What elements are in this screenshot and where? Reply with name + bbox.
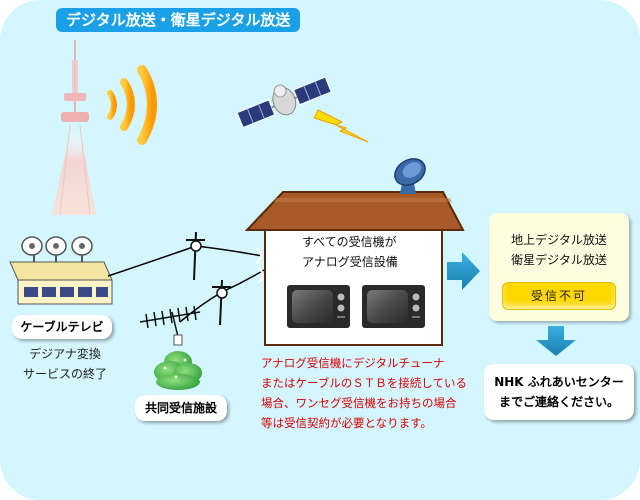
- television-icon: [287, 285, 350, 328]
- cable-note-line: デジアナ変換: [29, 347, 101, 361]
- warning-line: 場合、ワンセグ受信機をお持ちの場合: [261, 396, 457, 410]
- satellite-icon: [236, 76, 332, 129]
- result-line: 地上デジタル放送: [511, 233, 607, 247]
- contact-box: NHK ふれあいセンター までご連絡ください。: [484, 364, 634, 420]
- lightning-icon: [313, 109, 369, 143]
- cable-note-line: サービスの終了: [22, 367, 107, 381]
- yagi-antenna-icon: [139, 305, 201, 346]
- contact-line: NHK ふれあいセンター: [494, 375, 624, 389]
- contact-line: までご連絡ください。: [498, 395, 619, 409]
- cable-break-mark: [255, 247, 264, 284]
- result-box: 地上デジタル放送 衛星デジタル放送 受信不可: [489, 213, 629, 321]
- house-text-line: アナログ受信設備: [302, 255, 398, 269]
- shared-facility-label: 共同受信施設: [135, 395, 227, 421]
- warning-line: 等は受信契約が必要となります。: [261, 416, 433, 430]
- reception-status-badge: 受信不可: [502, 282, 616, 310]
- result-line: 衛星デジタル放送: [511, 253, 607, 267]
- diagram-title: デジタル放送・衛星デジタル放送: [56, 8, 301, 32]
- radio-wave-icon: [107, 65, 157, 145]
- contract-warning: アナログ受信機にデジタルチューナ またはケーブルのＳＴＢを接続している 場合、ワ…: [261, 353, 467, 433]
- broadcast-tower-icon: [52, 40, 96, 216]
- warning-line: アナログ受信機にデジタルチューナ: [261, 356, 445, 370]
- house-text-line: すべての受信機が: [302, 235, 397, 249]
- arrow-down-icon: [536, 326, 576, 356]
- tree-icon: [154, 351, 202, 390]
- cable-note: デジアナ変換 サービスの終了: [10, 344, 120, 384]
- parabolic-dish-icon: [394, 158, 426, 194]
- arrow-right-icon: [447, 252, 480, 290]
- warning-line: またはケーブルのＳＴＢを接続している: [261, 376, 467, 390]
- cable-station-icon: [9, 236, 113, 305]
- television-icon: [362, 285, 425, 328]
- utility-pole-icon: [186, 231, 231, 326]
- house-description: すべての受信機が アナログ受信設備: [302, 232, 398, 272]
- cable-tv-label: ケーブルテレビ: [12, 315, 112, 339]
